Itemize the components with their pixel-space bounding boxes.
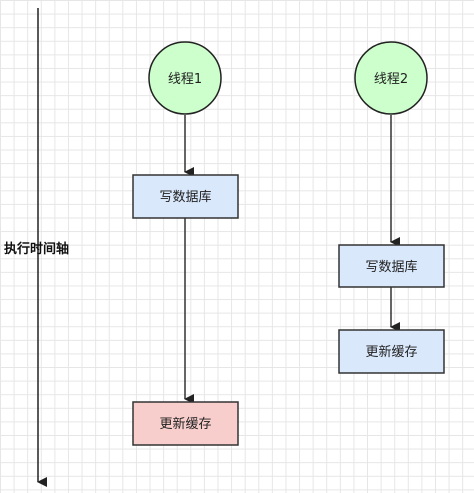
thread1-node-label: 线程1 [168, 72, 202, 87]
timeline-axis: 执行时间轴 [4, 8, 69, 487]
thread2-update-cache-label: 更新缓存 [365, 344, 417, 360]
thread1-update-cache-label: 更新缓存 [159, 416, 211, 432]
thread1-write-db-label: 写数据库 [159, 189, 211, 205]
thread2-flow: 线程2 写数据库 更新缓存 [338, 41, 445, 374]
thread2-update-cache-box[interactable] [338, 329, 445, 374]
thread2-write-db-label: 写数据库 [365, 259, 417, 275]
thread1-node[interactable] [148, 41, 222, 115]
thread1-update-cache-box[interactable] [132, 401, 239, 446]
thread2-node[interactable] [354, 41, 428, 115]
thread2-node-label: 线程2 [374, 72, 408, 87]
thread1-write-db-box[interactable] [132, 174, 239, 219]
timeline-label: 执行时间轴 [4, 241, 69, 257]
thread2-write-db-box[interactable] [338, 244, 445, 288]
thread1-flow: 线程1 写数据库 更新缓存 [132, 41, 239, 446]
